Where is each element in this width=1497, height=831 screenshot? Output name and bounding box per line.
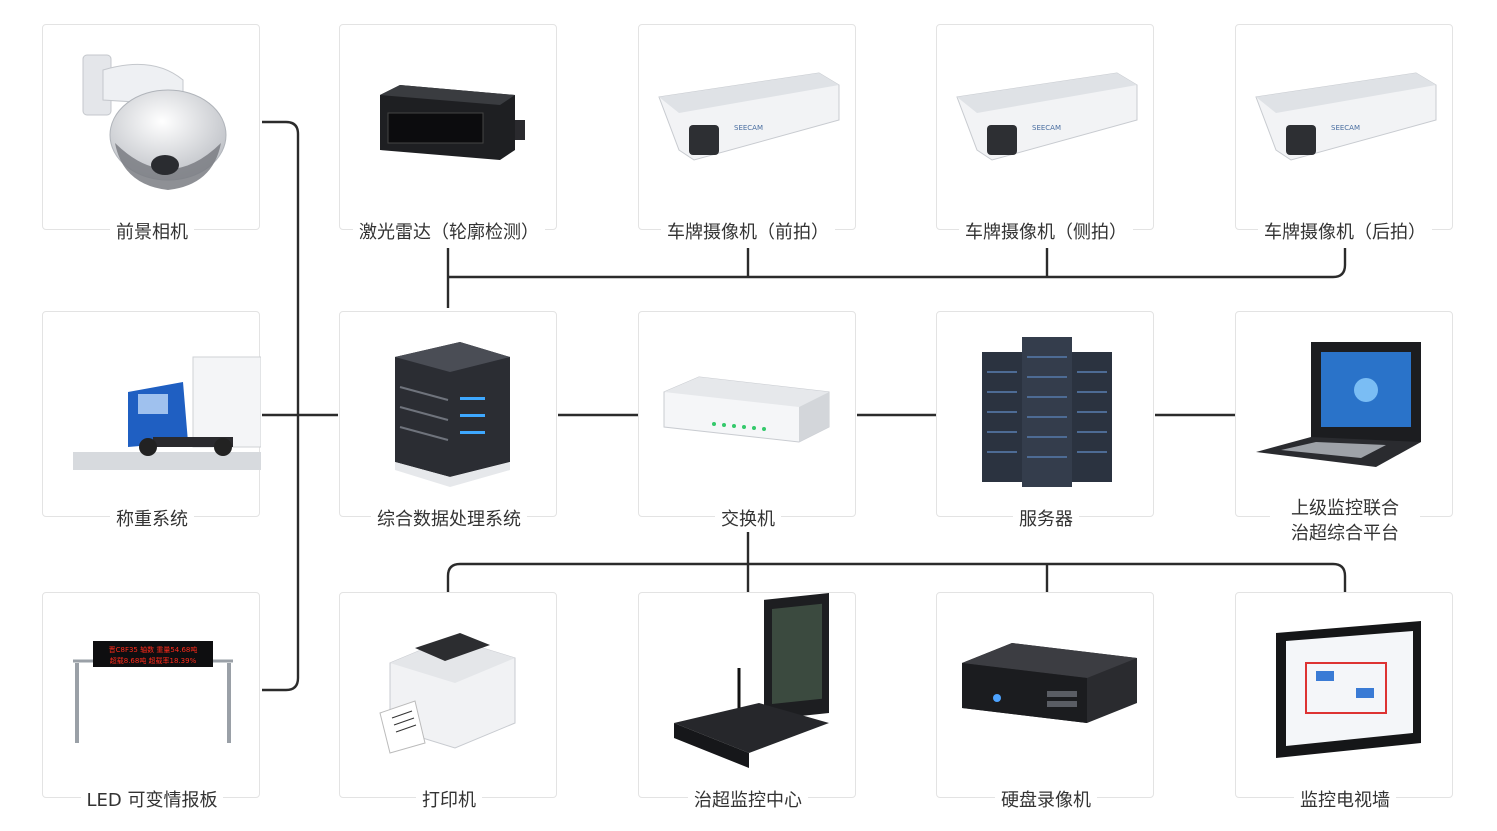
card-nvr[interactable]: 硬盘录像机: [936, 592, 1154, 811]
weighing-label: 称重系统: [43, 508, 261, 532]
top-bus-horizontal: [448, 248, 1347, 279]
card-data-processing[interactable]: 综合数据处理系统: [339, 311, 557, 530]
led-sign-icon: 晋C8F35 轴数 重量54.68吨 超载8.68吨 超载率18.39%: [73, 641, 233, 743]
card-video-wall[interactable]: 监控电视墙: [1235, 592, 1453, 811]
bottom-bus-line: [446, 562, 1347, 592]
lidar-label: 激光雷达（轮廓检测）: [340, 221, 558, 245]
printer-label: 打印机: [340, 789, 558, 813]
nvr-icon: [962, 643, 1137, 723]
card-switch[interactable]: 交换机: [638, 311, 856, 530]
nvr-label: 硬盘录像机: [937, 789, 1155, 813]
switch-label: 交换机: [639, 508, 857, 532]
video-wall-label: 监控电视墙: [1236, 789, 1454, 813]
led-board-label: LED 可变情报板: [43, 789, 261, 813]
monitoring-center-label: 治超监控中心: [639, 789, 857, 813]
card-printer[interactable]: 打印机: [339, 592, 557, 811]
svg-text:SEECAM: SEECAM: [1331, 124, 1360, 132]
server-rack-icon: [982, 337, 1112, 487]
card-monitoring-center[interactable]: 治超监控中心: [638, 592, 856, 811]
card-plate-cam-side[interactable]: SEECAM 车牌摄像机（侧拍）: [936, 24, 1154, 243]
network-switch-icon: [663, 376, 830, 443]
card-plate-cam-front[interactable]: SEECAM 车牌摄像机（前拍）: [638, 24, 856, 243]
card-front-camera[interactable]: 前景相机: [42, 24, 260, 243]
box-camera-icon: SEECAM: [658, 72, 840, 161]
monitor-icon: [1276, 621, 1421, 758]
truck-scale-icon: [73, 356, 261, 470]
card-weighing[interactable]: 称重系统: [42, 311, 261, 530]
svg-text:超载8.68吨 超载率18.39%: 超载8.68吨 超载率18.39%: [110, 656, 197, 665]
card-platform[interactable]: 上级监控联合 治超综合平台: [1235, 311, 1453, 546]
box-camera-icon: SEECAM: [956, 72, 1138, 161]
box-camera-icon: SEECAM: [1255, 72, 1437, 161]
svg-text:晋C8F35 轴数 重量54.68吨: 晋C8F35 轴数 重量54.68吨: [109, 645, 198, 654]
card-server[interactable]: 服务器: [936, 311, 1154, 530]
data-processing-label: 综合数据处理系统: [340, 508, 558, 532]
rugged-laptop-icon: [1256, 342, 1421, 467]
label-printer-icon: [379, 633, 516, 754]
svg-text:SEECAM: SEECAM: [734, 124, 763, 132]
front-camera-label: 前景相机: [43, 221, 261, 245]
plate-cam-side-label: 车牌摄像机（侧拍）: [937, 221, 1155, 245]
card-led-board[interactable]: 晋C8F35 轴数 重量54.68吨 超载8.68吨 超载率18.39% LED…: [42, 592, 260, 811]
dome-camera-icon: [82, 54, 227, 190]
svg-text:SEECAM: SEECAM: [1032, 124, 1061, 132]
plate-cam-front-label: 车牌摄像机（前拍）: [639, 221, 857, 245]
lidar-icon: [380, 85, 525, 160]
server-label: 服务器: [937, 508, 1155, 532]
left-trunk-line: [262, 120, 300, 692]
server-tower-icon: [395, 342, 510, 487]
card-plate-cam-rear[interactable]: SEECAM 车牌摄像机（后拍）: [1235, 24, 1453, 243]
card-lidar[interactable]: 激光雷达（轮廓检测）: [339, 24, 557, 243]
platform-label: 上级监控联合 治超综合平台: [1236, 496, 1454, 546]
field-laptop-icon: [674, 593, 829, 768]
plate-cam-rear-label: 车牌摄像机（后拍）: [1236, 221, 1454, 245]
